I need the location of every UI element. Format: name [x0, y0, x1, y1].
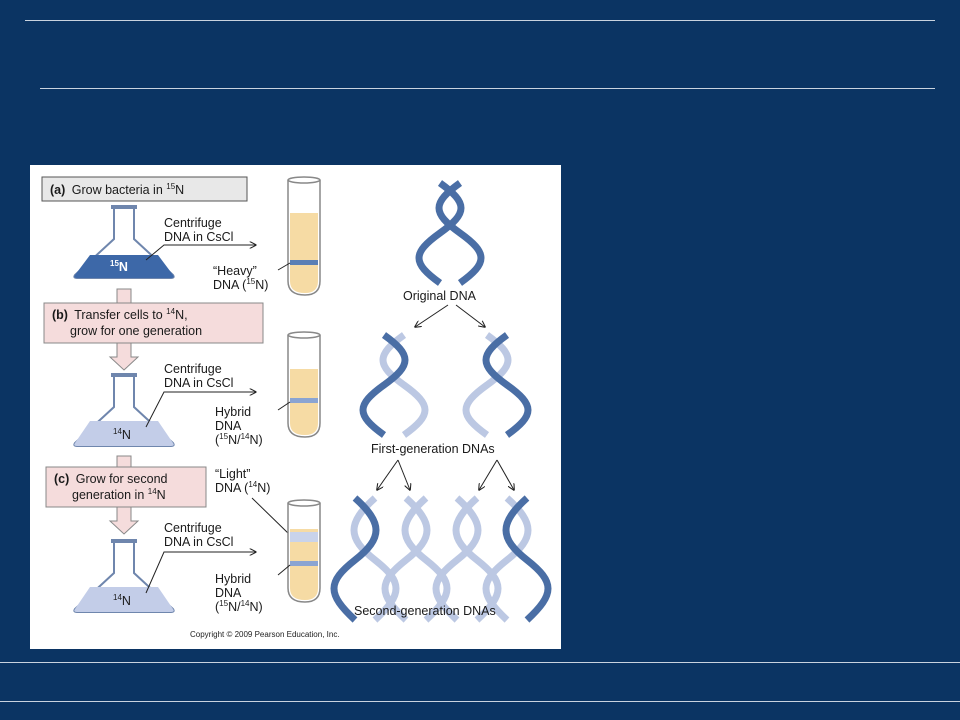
figure-svg: (a) Grow bacteria in 15N 15N Centrifuge … [41, 176, 552, 639]
flask-hybrid: 14N [73, 373, 175, 447]
bottom-rule-2 [0, 701, 960, 702]
centrifuge-3-line2: DNA in CsCl [164, 535, 233, 549]
down-arrow-2 [108, 342, 140, 371]
arrow-to-tube-2 [145, 392, 256, 428]
step-a-box [41, 176, 248, 202]
original-dna-label: Original DNA [403, 289, 477, 303]
hybrid-leader-1 [277, 401, 291, 411]
arrow-orig-left [415, 304, 449, 327]
step-b-line1: (b) Transfer cells to 14N, [52, 307, 188, 322]
arrow-fg-l1 [377, 459, 399, 490]
helix-first-gen-left [359, 332, 429, 438]
centrifuge-1-line1: Centrifuge [164, 216, 222, 230]
arrow-fg-r1 [479, 459, 498, 490]
hybrid-1-line1: Hybrid [215, 405, 251, 419]
heavy-leader [277, 262, 291, 271]
tube-3-light-band [290, 532, 318, 542]
centrifuge-3-line1: Centrifuge [164, 521, 222, 535]
centrifuge-1-line2: DNA in CsCl [164, 230, 233, 244]
step-b-box [43, 302, 264, 344]
helix-original [415, 180, 485, 286]
hybrid-2-line3: (15N/14N) [215, 599, 263, 614]
arrow-fg-r2 [496, 459, 514, 490]
first-gen-label: First-generation DNAs [371, 442, 495, 456]
light-line2: DNA (14N) [215, 480, 270, 495]
tube-2-hybrid-band [290, 398, 318, 403]
hybrid-2-line1: Hybrid [215, 572, 251, 586]
down-arrow-1-stem [116, 288, 132, 304]
tube-1-heavy-band [290, 260, 318, 265]
copyright-text: Copyright © 2009 Pearson Education, Inc. [190, 630, 340, 639]
flask-light: 14N [73, 539, 175, 613]
down-arrow-4 [108, 506, 140, 535]
heavy-line2: DNA (15N) [213, 277, 268, 292]
tube-1 [287, 176, 321, 296]
step-a-label: (a) Grow bacteria in 15N [50, 182, 184, 197]
arrow-to-tube-1 [145, 245, 256, 261]
step-c-box [45, 466, 207, 508]
light-line1: “Light” [215, 467, 250, 481]
tube-3 [287, 499, 321, 603]
top-rule-1 [25, 20, 935, 21]
arrow-fg-l2 [397, 459, 410, 490]
tube-2 [287, 331, 321, 438]
step-c-line1: (c) Grow for second [54, 472, 168, 486]
flask-heavy-label: 15N [110, 259, 128, 274]
helix-second-gen-3 [432, 495, 502, 623]
step-b-line2: grow for one generation [70, 324, 202, 338]
flask-hybrid-label: 14N [113, 427, 131, 442]
helix-first-gen-right [462, 332, 532, 438]
flask-heavy: 15N [73, 205, 175, 279]
helix-second-gen-4 [482, 495, 552, 623]
hybrid-1-line3: (15N/14N) [215, 432, 263, 447]
down-arrow-3-stem [116, 455, 132, 469]
light-leader [251, 497, 291, 536]
heavy-line1: “Heavy” [213, 264, 257, 278]
hybrid-leader-2 [277, 564, 291, 576]
arrow-orig-right [455, 304, 485, 327]
bottom-rule-1 [0, 662, 960, 663]
arrow-to-tube-3 [145, 552, 256, 594]
meselson-stahl-figure: (a) Grow bacteria in 15N 15N Centrifuge … [30, 165, 561, 649]
centrifuge-2-line1: Centrifuge [164, 362, 222, 376]
centrifuge-2-line2: DNA in CsCl [164, 376, 233, 390]
hybrid-1-line2: DNA [215, 419, 242, 433]
step-c-line2: generation in 14N [72, 487, 166, 502]
hybrid-2-line2: DNA [215, 586, 242, 600]
second-gen-label: Second-generation DNAs [354, 604, 496, 618]
flask-light-label: 14N [113, 593, 131, 608]
tube-3-hybrid-band [290, 561, 318, 566]
top-rule-2 [40, 88, 935, 89]
